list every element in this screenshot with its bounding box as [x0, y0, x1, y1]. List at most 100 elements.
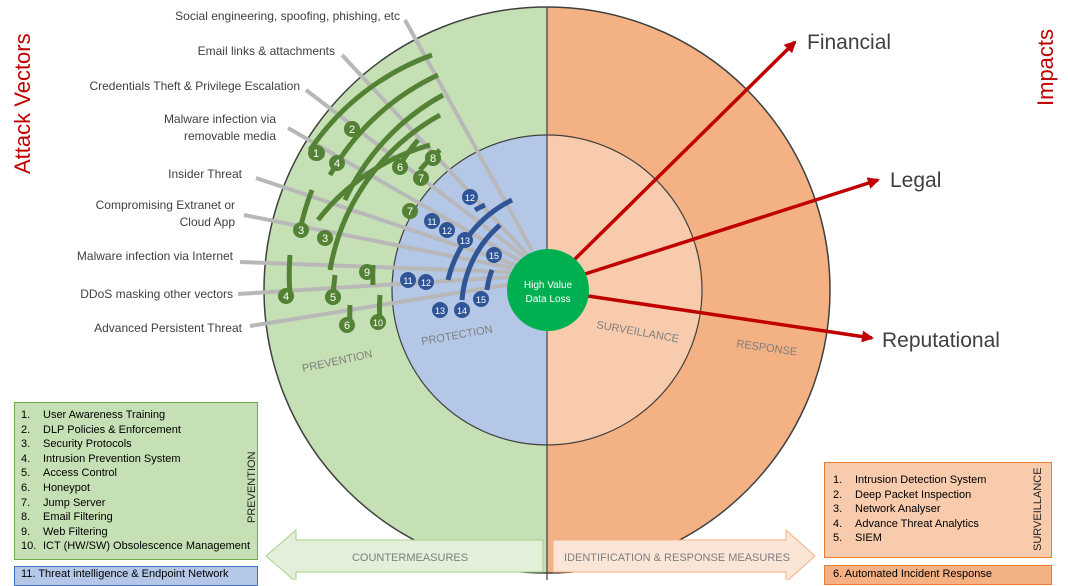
center-node [507, 249, 589, 331]
prevention-badge-number: 5 [330, 292, 336, 304]
protection-badge [439, 222, 455, 238]
vector-label: Social engineering, spoofing, phishing, … [175, 9, 400, 23]
prevention-badge [329, 155, 345, 171]
prevention-badge-number: 6 [397, 162, 403, 174]
vector-label: Insider Threat [168, 167, 242, 181]
prevention-badge [359, 264, 375, 280]
identification-label: IDENTIFICATION & RESPONSE MEASURES [564, 552, 790, 564]
legend-item-text: Advance Threat Analytics [855, 517, 979, 530]
legend-item-number: 2. [833, 488, 843, 501]
protection-arcs [445, 197, 514, 301]
response-legend-item: 6. Automated Incident Response [833, 568, 992, 580]
prevention-badge-number: 1 [313, 148, 319, 160]
protection-badge-number: 13 [460, 236, 470, 246]
prevention-badge-number: 3 [322, 233, 328, 245]
legend-item-text: DLP Policies & Enforcement [43, 423, 181, 436]
identification-arrow [552, 528, 816, 580]
protection-badge-number: 12 [442, 226, 452, 236]
countermeasures-label: COUNTERMEASURES [352, 552, 468, 564]
protection-legend-item: 11. Threat intelligence & Endpoint Netwo… [21, 568, 229, 580]
vector-label: Email links & attachments [198, 44, 335, 58]
legend-item-number: 7. [21, 496, 31, 509]
prevention-badge [392, 159, 408, 175]
legend-item-number: 10. [21, 540, 37, 553]
legend-item: 1. User Awareness Training [21, 408, 257, 423]
legend-item-number: 3. [833, 503, 843, 516]
protection-badge [462, 189, 478, 205]
legend-item: 5. Access Control [21, 466, 257, 481]
protection-badge-number: 11 [427, 217, 436, 227]
legend-item-text: Access Control [43, 467, 117, 480]
vector-label: DDoS masking other vectors [80, 287, 233, 301]
vector-label: Cloud App [180, 215, 236, 229]
vector-label: Credentials Theft & Privilege Escalation [89, 79, 300, 93]
prevention-badges: 1234567891012345678 [278, 121, 441, 333]
prevention-badge-number: 2 [349, 124, 355, 136]
prevention-badge-number: 4 [283, 291, 289, 303]
prevention-badge-number: 9 [364, 267, 370, 279]
center-text: High Value Data Loss [524, 280, 573, 305]
legend-item-number: 6. [21, 481, 31, 494]
response-legend-partial: 6. Automated Incident Response [824, 565, 1052, 585]
protection-badge-number: 11 [403, 276, 412, 286]
prevention-badge-number: 7 [407, 206, 413, 218]
legend-item: 5.SIEM [833, 531, 1051, 546]
legend-item-number: 1. [21, 409, 31, 421]
impact-financial: Financial [807, 31, 891, 54]
legend-item-text: User Awareness Training [43, 409, 166, 421]
prevention-badge [344, 121, 360, 137]
vector-label: removable media [184, 129, 276, 143]
protection-badge-number: 12 [465, 193, 475, 203]
legend-item: 8. Email Filtering [21, 510, 257, 525]
legend-item: 1.Intrusion Detection System [833, 473, 1051, 488]
protection-badge [486, 247, 502, 263]
prevention-badge [402, 203, 418, 219]
legend-item-text: Network Analyser [855, 503, 941, 516]
prevention-badge-number: 3 [298, 225, 304, 237]
legend-item-number: 4. [833, 517, 843, 530]
protection-badge [400, 272, 416, 288]
protection-badge [457, 232, 473, 248]
legend-item: 4. Advance Threat Analytics [833, 517, 1051, 532]
legend-item: 9.Web Filtering [21, 525, 257, 540]
legend-item-number: 9. [21, 525, 31, 538]
impact-legal: Legal [890, 169, 941, 192]
countermeasures-arrow [265, 528, 544, 580]
prevention-badge-number: 7 [418, 173, 424, 185]
legend-item-number: 3. [21, 438, 31, 451]
legend-item-number: 5. [833, 532, 843, 545]
prevention-badge [278, 288, 294, 304]
vector-label: Compromising Extranet or [96, 198, 235, 212]
protection-legend-partial: 11. Threat intelligence & Endpoint Netwo… [14, 566, 258, 586]
legend-item-text: Jump Server [43, 496, 106, 509]
protection-badge-number: 13 [435, 306, 445, 316]
protection-badge-number: 12 [421, 278, 431, 288]
legend-item-text: Honeypot [43, 481, 91, 494]
prevention-badge [308, 145, 324, 161]
legend-item-number: 8. [21, 511, 31, 524]
prevention-badge-number: 10 [373, 318, 383, 328]
legend-item-number: 1. [833, 474, 843, 486]
surveillance-zone [547, 134, 703, 446]
protection-badge [418, 274, 434, 290]
prevention-badge-number: 8 [430, 153, 436, 165]
vector-label: Malware infection via [164, 112, 276, 126]
legend-item: 6. Honeypot [21, 481, 257, 496]
legend-item-number: 5. [21, 467, 31, 480]
vector-label: Malware infection via Internet [77, 249, 234, 263]
legend-item: 4.Intrusion Prevention System [21, 452, 257, 467]
reputational-arrow [587, 294, 874, 343]
legend-item-text: Email Filtering [43, 511, 113, 524]
impact-arrows [570, 40, 880, 343]
legend-item-text: Intrusion Prevention System [43, 452, 181, 465]
bottom-arrow-labels: COUNTERMEASURES IDENTIFICATION & RESPONS… [352, 552, 790, 564]
impact-labels: Financial Legal Reputational [807, 31, 1000, 352]
vector-label: Advanced Persistent Threat [94, 321, 243, 335]
impact-reputational: Reputational [882, 329, 1000, 352]
center-line2: Data Loss [525, 294, 570, 305]
prevention-badge-number: 6 [344, 320, 350, 332]
prevention-badge [317, 230, 333, 246]
